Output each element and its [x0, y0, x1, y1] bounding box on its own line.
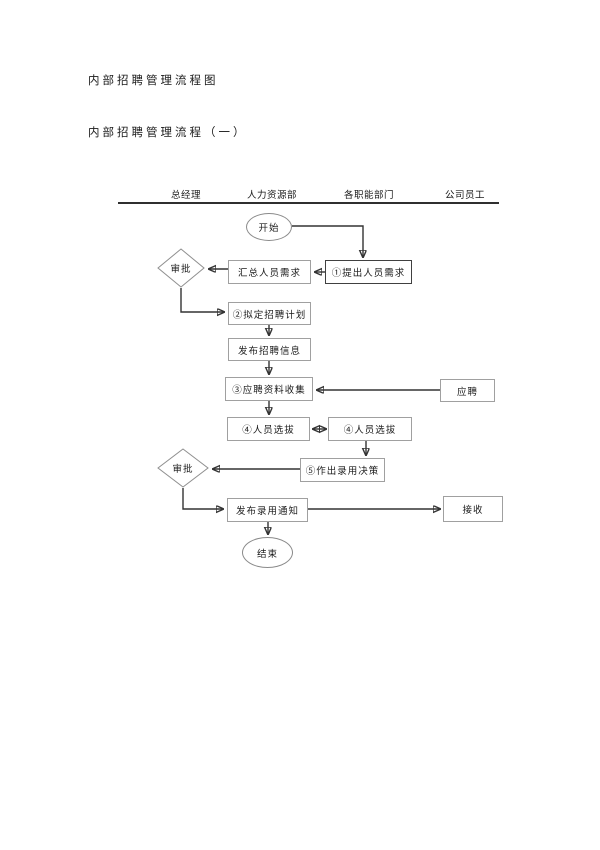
- node-apply: 应聘: [440, 379, 495, 402]
- node-publish-notice: 发布录用通知: [227, 498, 308, 522]
- node-collect-materials: ③应聘资料收集: [225, 377, 313, 401]
- node-summarize-demand: 汇总人员需求: [228, 260, 311, 284]
- page-subtitle: 内部招聘管理流程（一）: [88, 125, 248, 139]
- node-publish-info: 发布招聘信息: [228, 338, 311, 361]
- node-raise-demand: ①提出人员需求: [325, 260, 412, 284]
- node-summarize-demand-label: 汇总人员需求: [237, 268, 301, 279]
- node-end-label: 结束: [256, 548, 278, 560]
- lane-header-company-employees: 公司员工: [444, 190, 486, 201]
- node-publish-notice-label: 发布录用通知: [235, 506, 299, 517]
- node-end: 结束: [242, 537, 293, 568]
- node-approval-1: 审批: [157, 248, 205, 288]
- lane-header-hr-department: 人力资源部: [246, 190, 298, 201]
- node-start: 开始: [246, 213, 292, 241]
- node-hiring-decision-label: ⑤作出录用决策: [305, 466, 380, 477]
- node-selection-hr: ④人员选拔: [227, 417, 310, 441]
- node-collect-materials-label: ③应聘资料收集: [232, 385, 306, 396]
- node-raise-demand-label: ①提出人员需求: [331, 268, 406, 279]
- node-approval-1-label: 审批: [170, 264, 192, 275]
- node-receive-label: 接收: [462, 505, 484, 516]
- lane-header-functional-departments: 各职能部门: [343, 190, 395, 201]
- connector-approval1-to-draft-plan: [180, 288, 224, 312]
- diamond-shape: [157, 448, 209, 488]
- page-title: 内部招聘管理流程图: [88, 73, 219, 87]
- node-hiring-decision: ⑤作出录用决策: [300, 458, 385, 482]
- lane-header-general-manager: 总经理: [170, 190, 202, 201]
- connector-start-to-raise-demand: [292, 225, 363, 257]
- node-receive: 接收: [443, 496, 503, 522]
- node-selection-dept-label: ④人员选拔: [343, 425, 397, 436]
- node-approval-2: 审批: [157, 448, 209, 488]
- node-start-label: 开始: [258, 223, 280, 234]
- diamond-shape: [157, 248, 205, 288]
- node-selection-hr-label: ④人员选拔: [242, 425, 295, 436]
- node-draft-plan-label: ②拟定招聘计划: [232, 309, 307, 321]
- node-apply-label: 应聘: [456, 386, 478, 398]
- node-draft-plan: ②拟定招聘计划: [228, 302, 311, 325]
- lane-header-rule: [118, 202, 499, 204]
- node-selection-dept: ④人员选拔: [328, 417, 412, 441]
- node-publish-info-label: 发布招聘信息: [237, 345, 301, 357]
- connector-approval2-to-publish-notice: [182, 488, 223, 509]
- node-approval-2-label: 审批: [172, 464, 194, 475]
